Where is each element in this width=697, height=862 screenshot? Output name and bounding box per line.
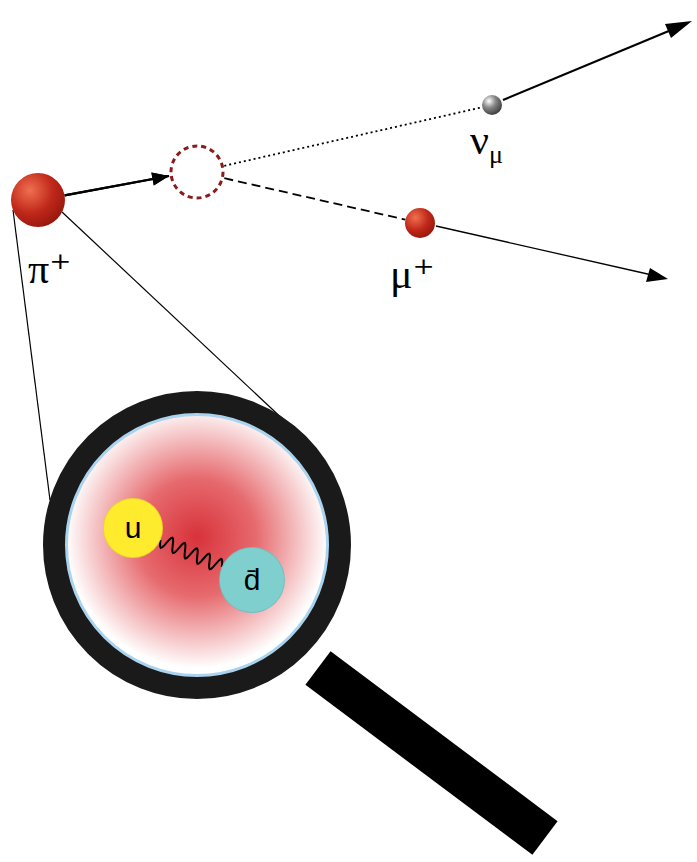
arrow-head: [665, 21, 692, 38]
particle-label: π⁺: [26, 248, 73, 290]
virtual-boson: [171, 146, 223, 198]
particle-label: μ⁺: [388, 253, 437, 295]
dashed-line: [224, 178, 405, 219]
lens-glass: [66, 414, 328, 676]
magnifier-handle: [318, 668, 545, 838]
neutrino-track: [503, 28, 676, 100]
muon-track: [436, 226, 652, 275]
up-quark: u: [103, 498, 163, 558]
arrow-head: [151, 172, 169, 185]
quark-label: u: [125, 513, 142, 543]
arrow-head: [646, 268, 668, 282]
connector: [160, 538, 222, 570]
muon-ball: μ⁺: [405, 208, 435, 238]
quark-label: d̄: [244, 565, 261, 595]
antidown-quark: d̄: [219, 547, 285, 613]
dotted-line: [224, 107, 482, 166]
pion-ball: π⁺: [11, 173, 65, 227]
neutrino-ball: νμ: [482, 95, 502, 115]
connector: [65, 172, 406, 219]
connector: [65, 107, 483, 195]
gluon-line: [160, 538, 222, 570]
particle-label: νμ: [468, 119, 505, 168]
lens-ring: [54, 402, 340, 688]
arrow-head: [151, 172, 169, 185]
